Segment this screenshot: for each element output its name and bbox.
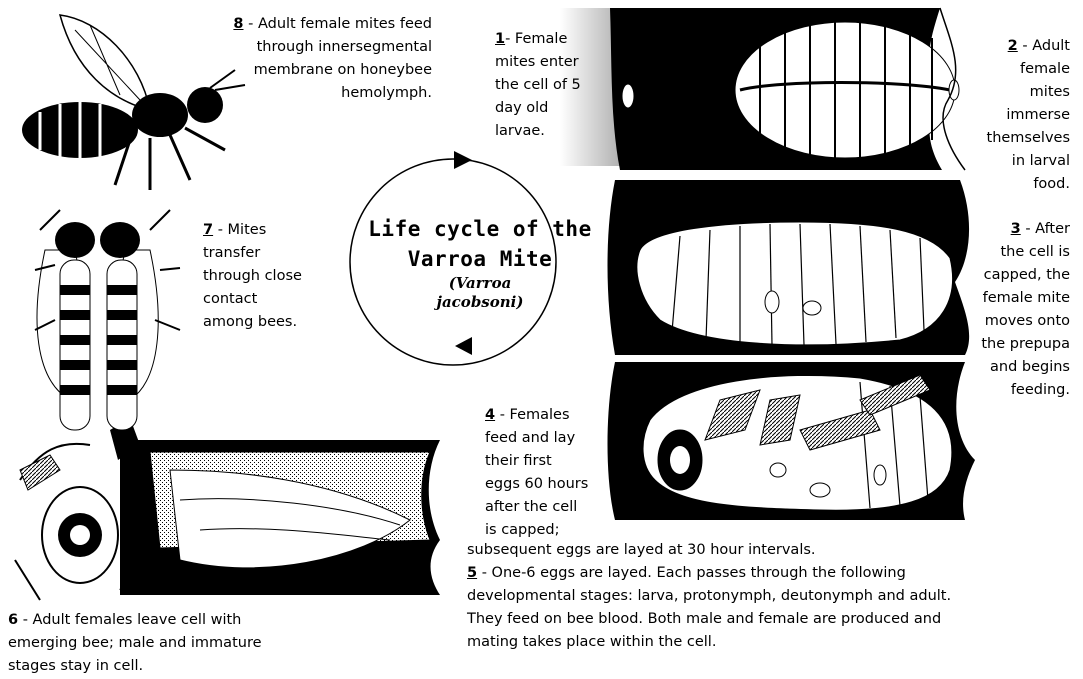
step-6-line: stages stay in cell. [8,655,262,678]
step-2-line: in larval [955,150,1070,173]
step-4-text: 4 - Females feed and lay their first egg… [485,404,588,542]
step-4-line: their first [485,450,588,473]
mite-icon [622,84,634,108]
step-2-text: 2 - Adult female mites immerse themselve… [955,35,1070,196]
step-3-line: moves onto [955,310,1070,333]
step-3-text: 3 - After the cell is capped, the female… [955,218,1070,402]
mite-icon [765,291,779,313]
step-4-line: feed and lay [485,427,588,450]
cycle-arrow-bottom-icon [455,337,472,355]
step-4-line: - Females [495,407,569,423]
step-5-line: - One-6 eggs are layed. Each passes thro… [477,565,906,581]
step-3-line: the cell is [955,241,1070,264]
mite-icon [874,465,886,485]
step-7-line: among bees. [203,311,302,334]
cell-emerging-bee [15,418,440,600]
title-scientific-name-1: (Varroa [330,274,630,293]
title-line-1: Life cycle of the [330,214,630,244]
egg-icon [810,483,830,497]
step-2-line: female [955,58,1070,81]
step-4-line: eggs 60 hours [485,473,588,496]
step-1-line: the cell of 5 [495,74,581,97]
step-8-line: - Adult female mites feed [244,16,433,32]
step-1-line: mites enter [495,51,581,74]
step-1-text: 1- Female mites enter the cell of 5 day … [495,28,581,143]
step-8-line: membrane on honeybee [150,59,432,82]
step-8-number: 8 [233,16,243,32]
cell-open-larva [560,8,965,170]
egg-icon [803,301,821,315]
step-3-line: feeding. [955,379,1070,402]
step-6-number: 6 [8,612,18,628]
step-3-line: and begins [955,356,1070,379]
cell-pupa [608,362,976,520]
step-6-line: - Adult females leave cell with [18,612,241,628]
step-4-line: after the cell [485,496,588,519]
step-3-line: female mite [955,287,1070,310]
cycle-arrow-top-icon [454,151,472,169]
step-7-line: through close [203,265,302,288]
step-5-number: 5 [467,565,477,581]
diagram-title: Life cycle of the Varroa Mite (Varroa ja… [330,214,630,312]
title-scientific-name-2: jacobsoni) [330,293,630,312]
step-6-line: emerging bee; male and immature [8,632,262,655]
step-3-line: - After [1021,221,1070,237]
step-7-text: 7 - Mites transfer through close contact… [203,219,302,334]
step-5-line: mating takes place within the cell. [467,631,951,654]
step-8-line: hemolymph. [150,82,432,105]
step-1-line: larvae. [495,120,581,143]
step-1-line: day old [495,97,581,120]
step-2-line: food. [955,173,1070,196]
step-7-number: 7 [203,222,213,238]
step-1-number: 1 [495,31,505,47]
step-3-number: 3 [1011,221,1021,237]
step-2-line: immerse [955,104,1070,127]
step-2-line: themselves [955,127,1070,150]
step-4-number: 4 [485,407,495,423]
step-2-line: mites [955,81,1070,104]
step-2-line: - Adult [1018,38,1070,54]
title-line-2: Varroa Mite [330,244,630,274]
step-6-text: 6 - Adult females leave cell with emergi… [8,609,262,678]
step-1-line: - Female [505,31,567,47]
step-4-continuation: subsequent eggs are layed at 30 hour int… [467,539,816,562]
step-5-line: They feed on bee blood. Both male and fe… [467,608,951,631]
step-7-line: transfer [203,242,302,265]
step-5-text: 5 - One-6 eggs are layed. Each passes th… [467,562,951,654]
step-3-line: capped, the [955,264,1070,287]
bees-in-contact [35,210,180,430]
step-8-text: 8 - Adult female mites feed through inne… [150,13,432,105]
step-2-number: 2 [1008,38,1018,54]
cell-capped-prepupa [608,180,970,355]
egg-icon [770,463,786,477]
step-7-line: contact [203,288,302,311]
step-8-line: through innersegmental [150,36,432,59]
step-3-line: the prepupa [955,333,1070,356]
step-7-line: - Mites [213,222,266,238]
step-5-line: developmental stages: larva, protonymph,… [467,585,951,608]
